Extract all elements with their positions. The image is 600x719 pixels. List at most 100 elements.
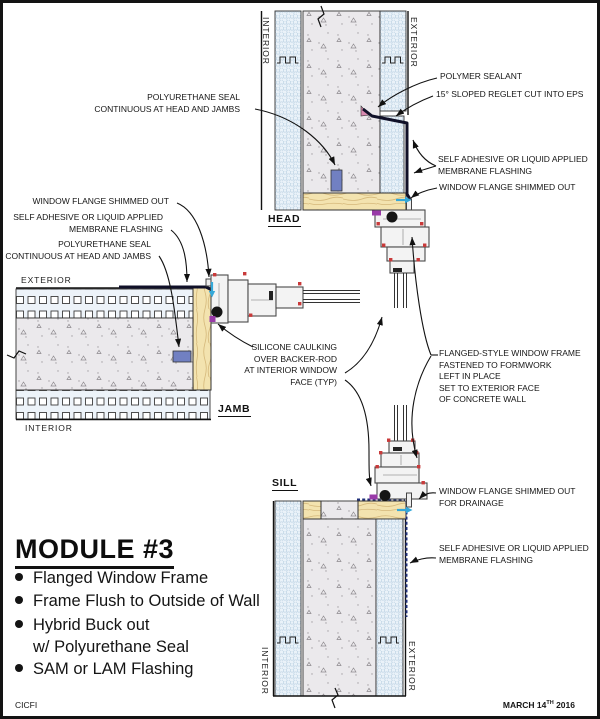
callout-flanged-frame: FLANGED-STYLE WINDOW FRAME FASTENED TO F… <box>439 348 581 404</box>
leader-sill-membrane <box>409 556 437 564</box>
leader-lines <box>158 77 438 564</box>
head-eps-break-symbol <box>382 56 404 64</box>
sill-window-frame <box>369 405 428 508</box>
sill-glazing-block <box>393 447 402 451</box>
sill-wall-break-mark <box>331 687 339 709</box>
callout-head-flange: WINDOW FLANGE SHIMMED OUT <box>439 182 576 192</box>
jamb-membrane-flashing-line <box>119 285 213 292</box>
leader-silicone-to-sill <box>344 379 372 487</box>
bullet-dot-icon <box>15 596 23 604</box>
module-bullet-text: Frame Flush to Outside of Wall <box>33 592 260 610</box>
callout-jamb-membrane: SELF ADHESIVE OR LIQUID APPLIED MEMBRANE… <box>13 212 163 234</box>
leader-sill-flange <box>418 491 437 500</box>
jamb-exterior-eps <box>15 288 194 319</box>
jamb-wood-buck <box>192 287 212 391</box>
head-glazing-lines <box>394 273 407 308</box>
bullet-dot-icon <box>15 664 23 672</box>
module-bullet-continuation: w/ Polyurethane Seal <box>15 638 189 657</box>
leader-polymer-sealant <box>377 77 438 108</box>
head-interior-eps <box>274 10 302 211</box>
sill-silicone-seal-mark <box>369 494 378 500</box>
head-eps-break-symbol <box>277 56 299 64</box>
bullet-dot-icon <box>15 620 23 628</box>
jamb-silicone-seal-mark <box>209 316 216 322</box>
head-concrete-wall <box>302 10 381 194</box>
jamb-interior-eps <box>15 389 211 420</box>
head-exterior-eps-upper <box>379 10 407 112</box>
head-fastener-marks <box>376 222 427 262</box>
sill-glazing-lines <box>394 405 407 446</box>
head-detail-drawing <box>260 5 430 308</box>
module-bullet-item: Hybrid Buck out <box>15 616 149 635</box>
sill-wood-buck-inner <box>302 500 322 520</box>
head-exterior-label: EXTERIOR <box>409 17 419 68</box>
sill-exterior-label: EXTERIOR <box>407 641 417 692</box>
date-year: 2016 <box>556 700 575 710</box>
jamb-concrete-wall <box>15 317 194 391</box>
callout-polymer-sealant: POLYMER SEALANT <box>440 71 523 81</box>
author-credit: CICFI <box>15 700 38 710</box>
sill-concrete-keyway <box>320 500 359 520</box>
leader-silicone-to-jamb <box>217 323 254 348</box>
head-interior-label: INTERIOR <box>261 17 271 65</box>
callout-reglet: 15° SLOPED REGLET CUT INTO EPS <box>436 89 584 99</box>
module-title: MODULE #3 <box>15 534 175 569</box>
leader-head-membrane-lower <box>413 165 437 174</box>
jamb-glazing-lines <box>303 290 360 303</box>
jamb-polyurethane-seal-block <box>172 350 192 363</box>
leader-jamb-membrane <box>170 229 191 283</box>
head-backer-rod-dot <box>386 211 398 223</box>
sill-exterior-eps <box>375 518 404 697</box>
jamb-exterior-label: EXTERIOR <box>21 275 72 285</box>
head-detail-title: HEAD <box>268 213 302 227</box>
leader-flanged-to-sill <box>411 355 432 459</box>
leader-jamb-flange <box>176 202 212 278</box>
date-stamp: MARCH 14TH 2016 <box>503 700 575 710</box>
sill-eps-break-symbol <box>378 636 399 644</box>
jamb-glazing-block <box>269 291 273 300</box>
sill-interior-label: INTERIOR <box>260 647 270 695</box>
head-exterior-eps-lower <box>379 115 405 194</box>
leader-head-flange <box>410 187 438 199</box>
jamb-shim-arrow <box>208 282 216 298</box>
sill-shim-arrow <box>397 506 413 514</box>
head-shim-arrow <box>396 196 412 204</box>
head-wall-break-mark <box>317 5 325 28</box>
head-wood-buck <box>302 192 407 211</box>
sill-backer-rod-dot <box>379 490 391 501</box>
sill-detail-title: SILL <box>272 477 299 491</box>
jamb-fastener-marks <box>213 272 302 317</box>
sill-window-flange <box>406 492 412 508</box>
module-bullet-item: Frame Flush to Outside of Wall <box>15 592 260 611</box>
callout-head-membrane: SELF ADHESIVE OR LIQUID APPLIED MEMBRANE… <box>438 154 588 176</box>
bullet-dot-icon <box>15 573 23 581</box>
sill-interior-eps <box>274 500 302 697</box>
callout-head-poly-seal: POLYURETHANE SEAL CONTINUOUS AT HEAD AND… <box>94 92 240 114</box>
leader-reglet <box>395 95 434 117</box>
leader-flanged-to-head <box>409 236 432 356</box>
head-glazing-block <box>393 268 402 272</box>
callout-sill-membrane: SELF ADHESIVE OR LIQUID APPLIED MEMBRANE… <box>439 543 589 565</box>
module-bullet-text: SAM or LAM Flashing <box>33 660 194 678</box>
module-bullet-text: Flanged Window Frame <box>33 569 209 587</box>
jamb-interior-label: INTERIOR <box>25 423 73 433</box>
jamb-detail-title: JAMB <box>218 403 252 417</box>
jamb-detail-drawing <box>6 272 360 421</box>
detail-drawing-svg <box>6 5 438 709</box>
module-bullet-text: Hybrid Buck out <box>33 616 150 634</box>
jamb-wall-break-mark <box>6 350 27 359</box>
leader-head-poly-seal <box>254 108 336 166</box>
jamb-window-frame <box>205 272 360 324</box>
module-bullet-item: SAM or LAM Flashing <box>15 660 193 679</box>
date-main: MARCH 14 <box>502 700 547 710</box>
head-window-frame <box>372 198 430 308</box>
head-polyurethane-seal-block <box>330 169 343 192</box>
module-bullet-text: w/ Polyurethane Seal <box>33 638 189 656</box>
sill-detail-drawing <box>272 405 428 709</box>
callout-jamb-poly-seal: POLYURETHANE SEAL CONTINUOUS AT HEAD AND… <box>5 239 151 261</box>
callout-jamb-flange: WINDOW FLANGE SHIMMED OUT <box>32 196 169 206</box>
leader-silicone-to-head <box>344 316 383 374</box>
sill-eps-break-symbol <box>277 636 299 644</box>
leader-jamb-poly-seal <box>158 255 182 348</box>
